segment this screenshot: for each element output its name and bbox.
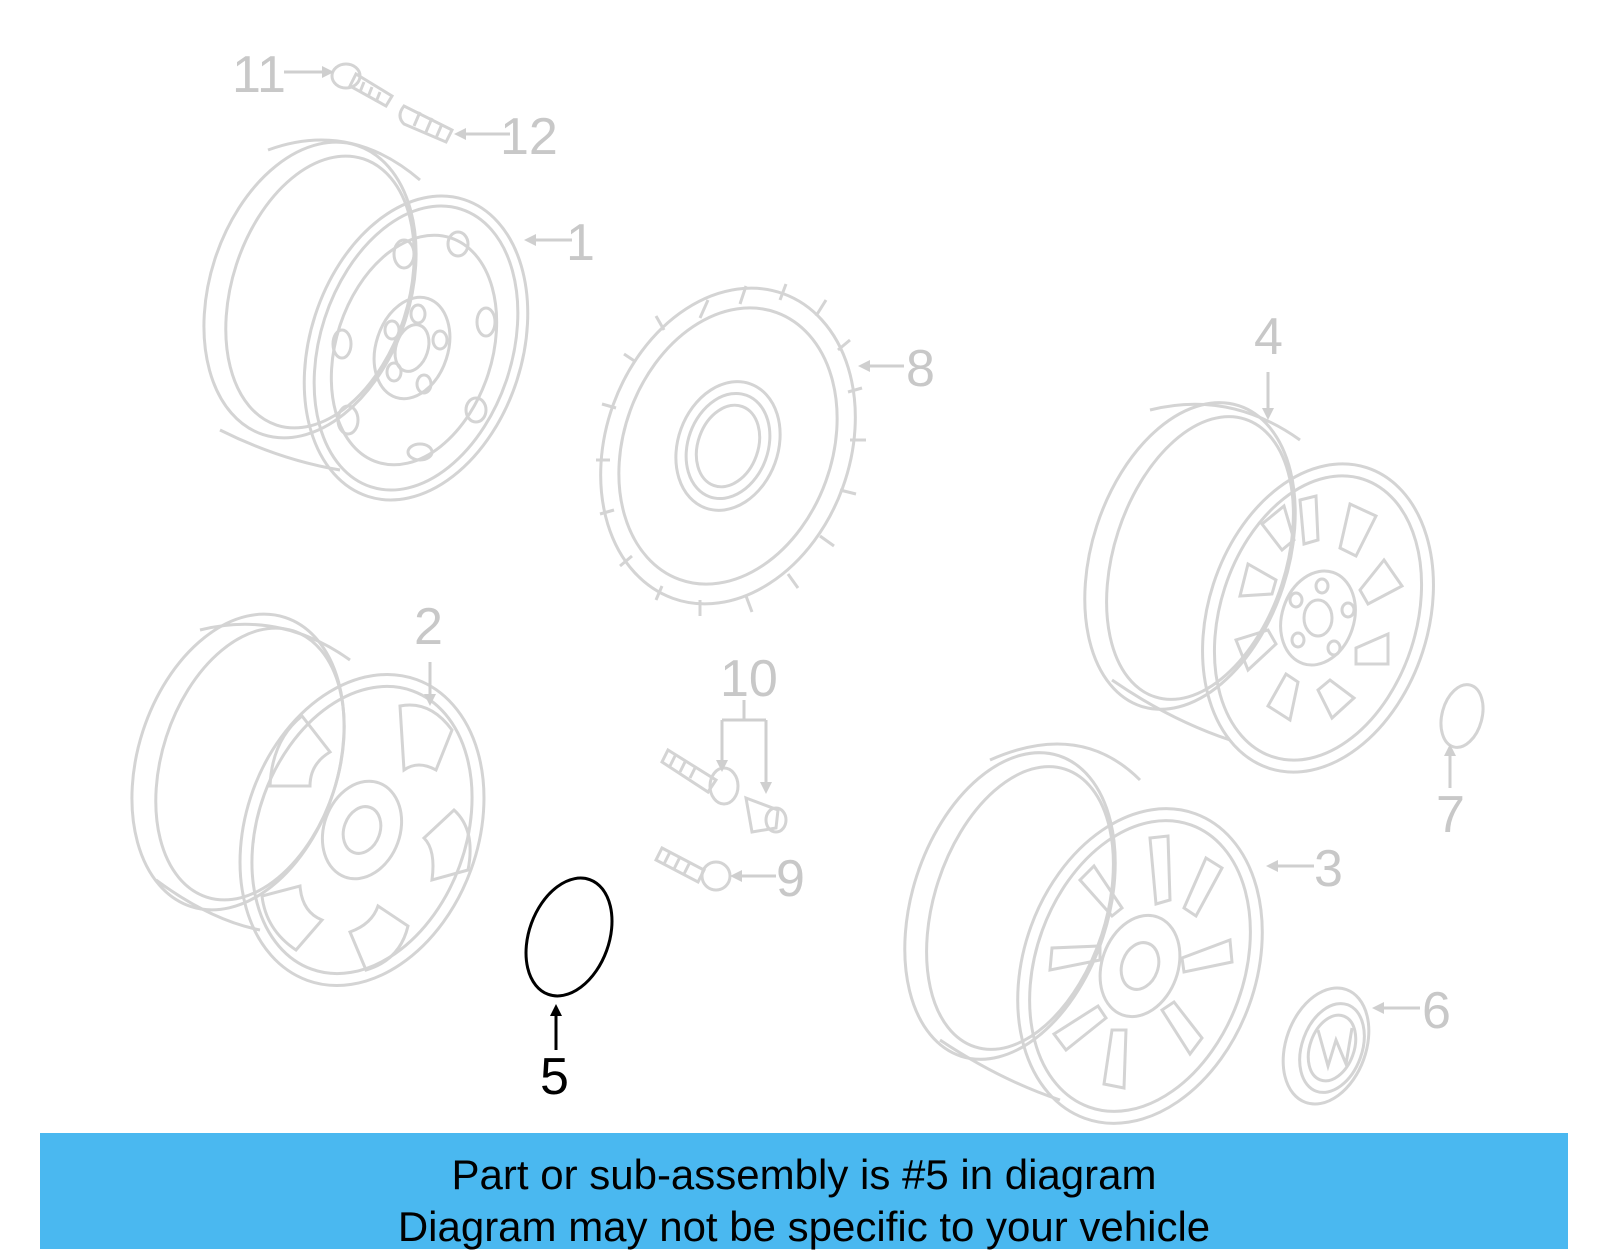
part-10-wheel-bolts: [660, 747, 788, 834]
callout-12: 12: [500, 108, 558, 166]
callout-7: 7: [1436, 786, 1465, 844]
part-12-valve: [398, 104, 455, 144]
callout-5: 5: [540, 1048, 569, 1106]
callout-11: 11: [232, 46, 286, 104]
callout-10: 10: [720, 650, 778, 708]
part-4-alloy-wheel: [1083, 401, 1435, 774]
part-3-alloy-wheel: [903, 742, 1264, 1125]
callout-8: 8: [906, 340, 935, 398]
info-banner: Part or sub-assembly is #5 in diagram Di…: [40, 1133, 1568, 1250]
arrow-10: [716, 700, 772, 794]
part-2-alloy-wheel: [130, 612, 486, 987]
banner-line-2: Diagram may not be specific to your vehi…: [397, 1203, 1211, 1250]
part-5-seal-highlighted: [524, 876, 614, 998]
callout-1: 1: [566, 214, 595, 272]
part-11-valve-stem: [330, 62, 395, 109]
callout-2: 2: [414, 598, 443, 656]
callout-4: 4: [1254, 308, 1283, 366]
part-6-center-cap: [1281, 986, 1371, 1106]
banner-line-1: Part or sub-assembly is #5 in diagram: [451, 1151, 1157, 1198]
part-7-seal: [1439, 683, 1485, 749]
part-8-wheel-cover: [596, 283, 866, 616]
part-9-bolt: [654, 845, 732, 892]
part-1-steel-wheel: [202, 138, 530, 502]
callout-6: 6: [1422, 982, 1451, 1040]
callout-9: 9: [776, 850, 805, 908]
callout-3: 3: [1314, 840, 1343, 898]
